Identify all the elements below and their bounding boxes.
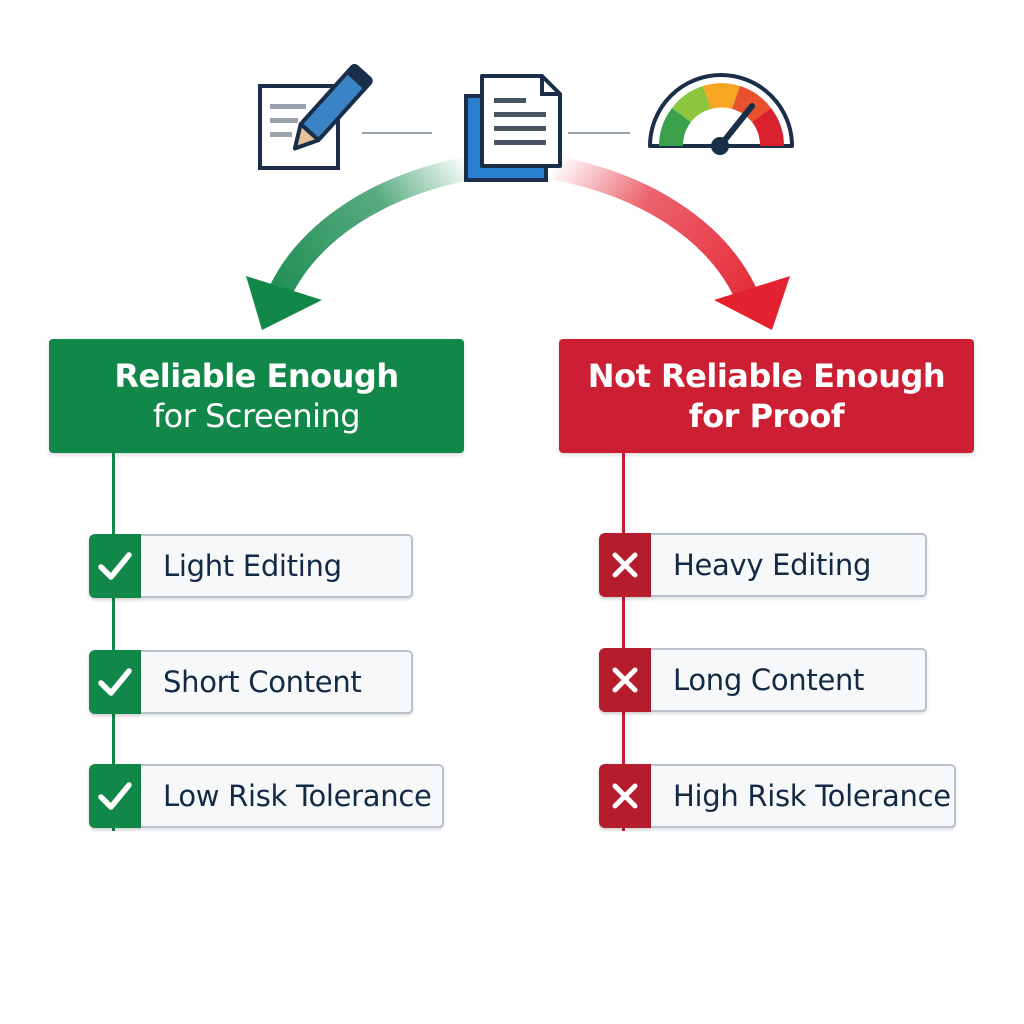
right-connector-line	[622, 453, 625, 831]
green-arrow	[269, 156, 473, 298]
list-item-label: Low Risk Tolerance	[141, 764, 444, 828]
list-item: Heavy Editing	[599, 533, 927, 597]
text-document-icon	[464, 74, 562, 182]
red-arrow-head	[714, 276, 790, 330]
header-title-line1: Not Reliable Enough	[587, 357, 946, 395]
reliable-for-screening-header: Reliable Enough for Screening	[49, 339, 464, 453]
x-icon	[599, 648, 651, 712]
top-diagram	[246, 63, 794, 330]
green-arrow-head	[246, 276, 322, 330]
list-item: Light Editing	[89, 534, 413, 598]
list-item-label: Long Content	[651, 648, 927, 712]
x-icon	[599, 764, 651, 828]
list-item-label: Heavy Editing	[651, 533, 927, 597]
header-title-line2: for Proof	[688, 397, 845, 435]
header-title-line2: for Screening	[152, 397, 361, 435]
check-icon	[89, 534, 141, 598]
not-reliable-for-proof-header: Not Reliable Enough for Proof	[559, 339, 974, 453]
header-title-line1: Reliable Enough	[114, 357, 399, 395]
list-item: Low Risk Tolerance	[89, 764, 444, 828]
list-item-label: Light Editing	[141, 534, 413, 598]
list-item: Short Content	[89, 650, 413, 714]
list-item-label: High Risk Tolerance	[651, 764, 956, 828]
left-connector-line	[112, 453, 115, 831]
list-item-label: Short Content	[141, 650, 413, 714]
list-item: Long Content	[599, 648, 927, 712]
red-arrow	[552, 156, 756, 298]
edit-document-icon	[258, 63, 373, 170]
x-icon	[599, 533, 651, 597]
list-item: High Risk Tolerance	[599, 764, 956, 828]
check-icon	[89, 650, 141, 714]
gauge-meter-icon	[648, 73, 794, 155]
check-icon	[89, 764, 141, 828]
